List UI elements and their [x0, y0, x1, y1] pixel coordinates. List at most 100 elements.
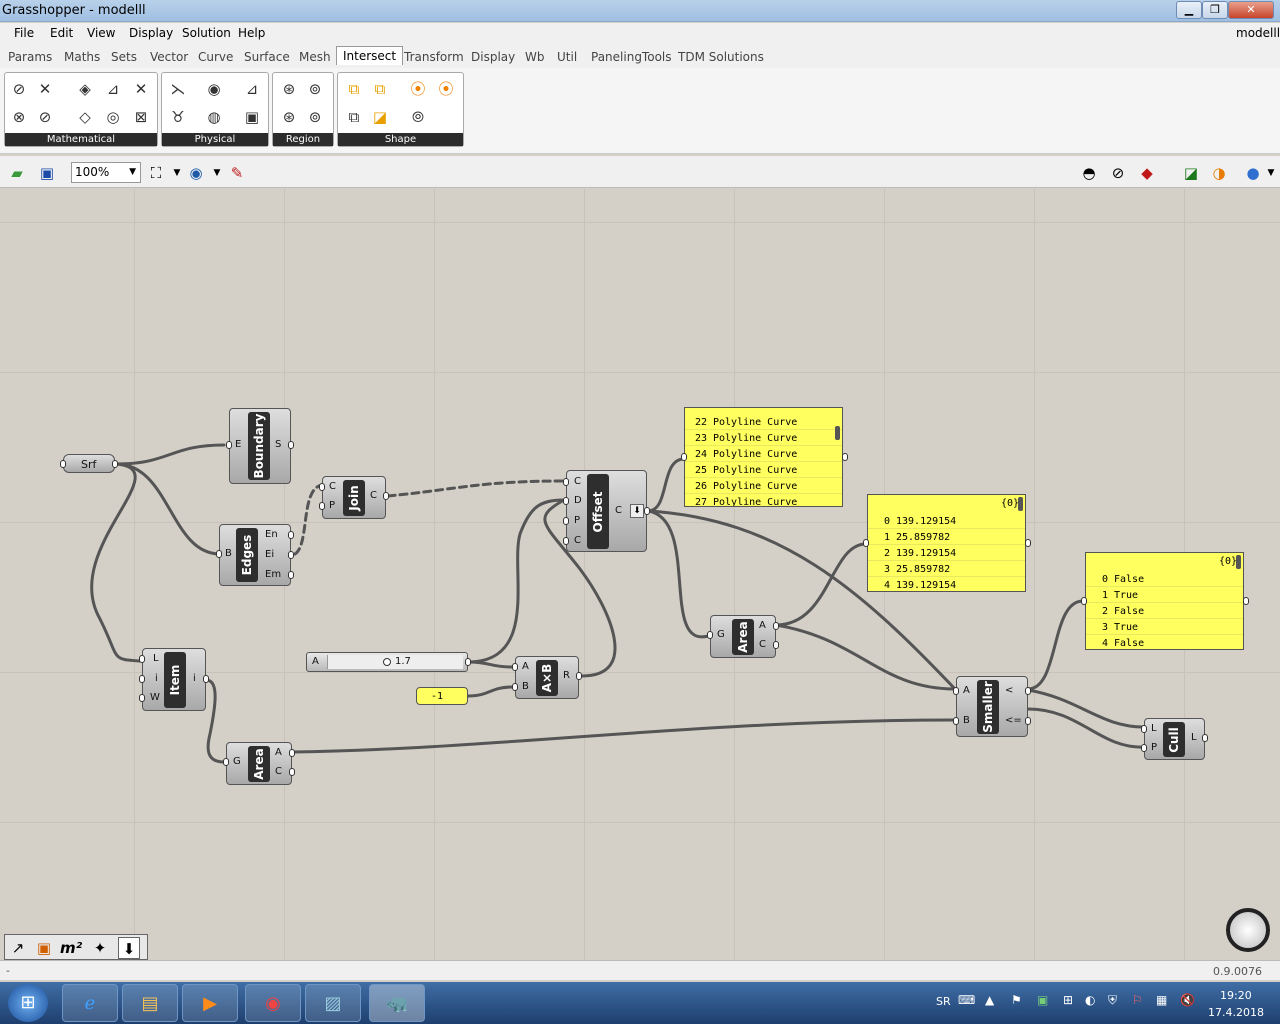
input-grip[interactable]: [319, 502, 325, 510]
chevron-down-icon[interactable]: ▼: [1267, 168, 1275, 178]
intersect-icon[interactable]: ⊗: [12, 108, 26, 126]
output-grip[interactable]: [465, 658, 471, 666]
ribbon-panel-label[interactable]: Mathematical: [5, 133, 157, 146]
tray-icon[interactable]: ▲: [985, 993, 995, 1007]
menu-edit[interactable]: Edit: [50, 26, 74, 40]
tab-maths[interactable]: Maths: [64, 50, 101, 64]
output-grip[interactable]: [289, 749, 295, 757]
output-grip[interactable]: [112, 460, 118, 468]
clock-time[interactable]: 19:20: [1220, 989, 1252, 1002]
intersect-icon[interactable]: ⋋: [170, 80, 186, 98]
tab-util[interactable]: Util: [557, 50, 578, 64]
compass-widget-icon[interactable]: [1226, 908, 1270, 952]
output-grip[interactable]: [576, 672, 582, 680]
input-grip[interactable]: [512, 683, 518, 691]
intersect-icon[interactable]: ◎: [106, 108, 120, 126]
preview-selected-icon[interactable]: ◪: [1183, 164, 1199, 182]
input-grip[interactable]: [953, 687, 959, 695]
intersect-icon[interactable]: ⊘: [12, 80, 26, 98]
download-widget-icon[interactable]: ⬇: [118, 937, 140, 959]
network-icon[interactable]: ▦: [1156, 993, 1168, 1007]
output-grip[interactable]: [1202, 734, 1208, 742]
output-grip[interactable]: [842, 453, 848, 461]
shaded-preview-icon[interactable]: ◆: [1141, 164, 1153, 182]
input-grip[interactable]: [139, 694, 145, 702]
intersect-icon[interactable]: ⊘: [38, 108, 52, 126]
tab-surface[interactable]: Surface: [244, 50, 290, 64]
panel-scrollbar[interactable]: [1018, 497, 1023, 511]
input-grip[interactable]: [953, 717, 959, 725]
input-grip[interactable]: [60, 460, 66, 468]
input-grip[interactable]: [1141, 744, 1147, 752]
chevron-down-icon[interactable]: ▼: [213, 168, 221, 178]
cull-pattern-component[interactable]: Cull L P L: [1141, 718, 1208, 760]
tab-sets[interactable]: Sets: [111, 50, 137, 64]
zoom-extents-icon[interactable]: ⛶: [150, 164, 162, 182]
intersect-icon[interactable]: ◈: [79, 80, 91, 98]
slider-track[interactable]: [327, 655, 463, 669]
area-widget-icon[interactable]: m²: [60, 939, 83, 957]
intersect-icon[interactable]: ⊿: [245, 80, 259, 98]
tray-icon[interactable]: ⊞: [1063, 993, 1074, 1007]
output-grip[interactable]: [1025, 539, 1031, 547]
output-grip[interactable]: [288, 531, 294, 539]
menu-display[interactable]: Display: [129, 26, 174, 40]
output-grip[interactable]: [644, 507, 650, 515]
surface-param[interactable]: Srf: [60, 454, 118, 473]
tray-icon[interactable]: ◐: [1085, 993, 1096, 1007]
volume-icon[interactable]: 🔇: [1180, 993, 1195, 1007]
input-grip[interactable]: [1081, 597, 1087, 605]
intersect-icon[interactable]: ⊛: [282, 80, 296, 98]
tab-transform[interactable]: Transform: [404, 50, 464, 64]
open-file-icon[interactable]: ▰: [11, 164, 23, 182]
input-grip[interactable]: [681, 453, 687, 461]
rhino-icon[interactable]: 🦏: [369, 984, 425, 1022]
save-file-icon[interactable]: ▣: [39, 164, 55, 182]
material-preview-icon[interactable]: ◑: [1212, 164, 1226, 182]
intersect-icon[interactable]: ⊛: [282, 108, 296, 126]
intersect-icon[interactable]: ▣: [244, 108, 260, 126]
input-grip[interactable]: [563, 517, 569, 525]
tab-params[interactable]: Params: [8, 50, 53, 64]
panel-scrollbar[interactable]: [835, 426, 840, 440]
intersect-icon[interactable]: ✕: [38, 80, 52, 98]
intersect-icon[interactable]: ◇: [79, 108, 91, 126]
region-union-icon[interactable]: ⦿: [410, 80, 426, 98]
chrome-icon[interactable]: ◉: [245, 984, 301, 1022]
output-grip[interactable]: [1243, 597, 1249, 605]
intersect-icon[interactable]: ⊚: [308, 80, 322, 98]
input-grip[interactable]: [139, 655, 145, 663]
sketch-pen-icon[interactable]: ✎: [230, 164, 244, 182]
input-grip[interactable]: [139, 675, 145, 683]
magic-wand-icon[interactable]: ✦: [93, 939, 107, 957]
smaller-than-component[interactable]: Smaller A B < <=: [953, 676, 1031, 737]
graft-arrow-icon[interactable]: ⬇: [630, 504, 644, 518]
tray-icon[interactable]: ⛨: [1108, 993, 1118, 1007]
boolean-union-icon[interactable]: ⧉: [348, 80, 360, 98]
keyboard-icon[interactable]: ⌨: [958, 993, 976, 1007]
menu-file[interactable]: File: [14, 26, 35, 40]
panel-scrollbar[interactable]: [1236, 555, 1241, 569]
split-brep-icon[interactable]: ◪: [372, 108, 388, 126]
output-grip[interactable]: [773, 641, 779, 649]
output-grip[interactable]: [383, 492, 389, 500]
output-grip[interactable]: [289, 768, 295, 776]
file-explorer-icon[interactable]: ▤: [122, 984, 178, 1022]
menu-view[interactable]: View: [87, 26, 116, 40]
curve-widget-icon[interactable]: ↗: [11, 939, 25, 957]
language-indicator[interactable]: SR: [936, 995, 951, 1008]
tray-icon[interactable]: ⚑: [1011, 993, 1022, 1007]
clock-date[interactable]: 17.4.2018: [1208, 1006, 1264, 1019]
intersect-icon[interactable]: ⊿: [106, 80, 120, 98]
tray-icon[interactable]: ▣: [1037, 993, 1049, 1007]
output-grip[interactable]: [1025, 687, 1031, 695]
menu-help[interactable]: Help: [238, 26, 266, 40]
media-player-icon[interactable]: ▶: [182, 984, 238, 1022]
intersect-icon[interactable]: ◉: [207, 80, 221, 98]
input-grip[interactable]: [707, 631, 713, 639]
zoom-select[interactable]: 100%▼: [71, 162, 141, 183]
intersect-icon[interactable]: ✕: [134, 80, 148, 98]
